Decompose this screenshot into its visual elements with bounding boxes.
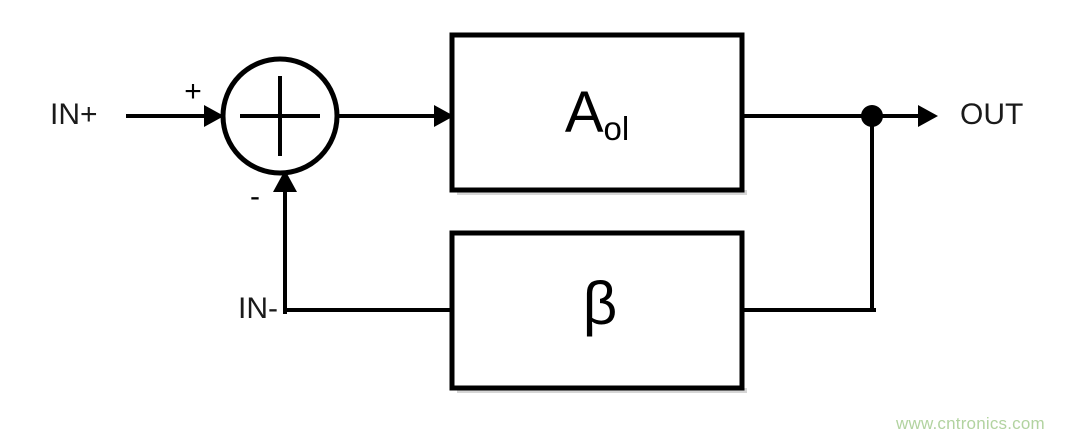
arrowhead-sum-minus-input xyxy=(273,170,297,192)
aol-block[interactable]: Aol xyxy=(449,32,745,193)
plus-sign-label: + xyxy=(184,75,202,108)
beta-block[interactable]: β xyxy=(449,230,745,391)
aol-label-main: A xyxy=(565,80,604,145)
beta-block-rect xyxy=(449,230,745,391)
beta-block-label: β xyxy=(583,270,618,337)
port-label-in-plus: IN+ xyxy=(50,98,98,131)
aol-block-label: Aol xyxy=(565,80,629,146)
arrowhead-sum-input xyxy=(204,105,224,127)
minus-sign-label: - xyxy=(250,180,260,213)
arrowhead-out xyxy=(918,105,938,127)
port-label-out: OUT xyxy=(960,98,1023,131)
site-watermark: www.cntronics.com xyxy=(895,414,1045,433)
arrowhead-aol-input xyxy=(434,105,454,127)
summing-junction[interactable] xyxy=(220,56,340,176)
port-label-in-minus: IN- xyxy=(238,292,278,325)
output-tap-node xyxy=(861,105,883,127)
aol-block-rect xyxy=(449,32,745,193)
aol-label-subscript: ol xyxy=(604,110,630,147)
